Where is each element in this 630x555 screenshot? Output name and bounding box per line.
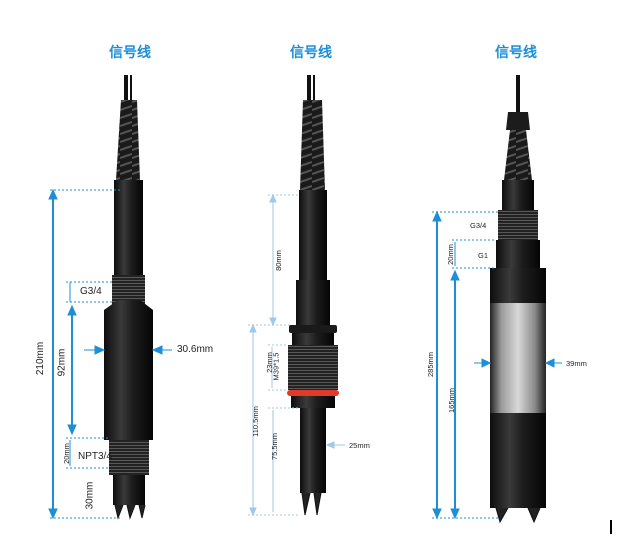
- sensor3-probe: [490, 75, 546, 524]
- sensor2-nut-thread: M39*1.5: [271, 352, 281, 381]
- sensor1-dimensions: [48, 188, 172, 520]
- sensor2-upper-length: 80mm: [273, 250, 283, 271]
- sensor1-diameter: 30.6mm: [177, 344, 214, 355]
- text-cursor: [610, 520, 612, 534]
- sensor3-diameter: 39mm: [566, 359, 587, 368]
- sensor3-dimensions: [432, 210, 562, 520]
- sensor1-title: 信号线: [109, 44, 151, 60]
- sensor2-probe: [287, 75, 339, 516]
- sensor2-body-length: 110.5mm: [250, 406, 260, 437]
- sensor2-diameter: 25mm: [349, 441, 370, 450]
- sensor1-thread-bottom: NPT3/4: [78, 451, 112, 462]
- sensor3-thread-top: G3/4: [470, 221, 487, 230]
- sensor3-body-length: 165mm: [447, 387, 457, 414]
- sensor1-thread-top: G3/4: [80, 286, 102, 297]
- sensor3-thread-mid-length: 20mm: [445, 244, 455, 265]
- sensor1-probe: [104, 75, 153, 520]
- sensor1-total-length: 210mm: [35, 341, 47, 376]
- sensor1-thread-bottom-length: 20mm: [61, 443, 71, 464]
- sensor1-mid-length: 92mm: [56, 348, 68, 377]
- sensor3-total-length: 285mm: [426, 351, 436, 378]
- sensor3-title: 信号线: [495, 44, 537, 60]
- sensor3-thread-mid: G1: [478, 251, 489, 260]
- sensor2-lower-length: 75.5mm: [270, 432, 280, 461]
- sensor2-dimensions: [248, 193, 345, 517]
- sensor2-title: 信号线: [290, 44, 332, 60]
- sensor1-tip-length: 30mm: [84, 481, 96, 510]
